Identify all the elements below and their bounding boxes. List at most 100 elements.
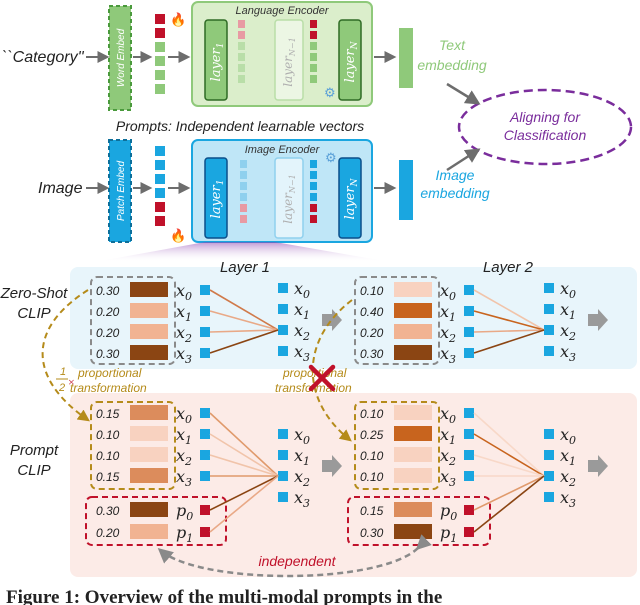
zs-l1-box: [90, 276, 176, 365]
image-label: Image: [38, 180, 83, 197]
weight-value: 0.20: [96, 305, 120, 319]
token-square: [464, 429, 474, 439]
weight-value: 0.30: [360, 347, 384, 361]
token-label: x2: [440, 323, 456, 345]
frozen-gear-icon: ⚙: [325, 150, 337, 165]
attention-edge: [209, 329, 279, 354]
weight-bar: [394, 324, 432, 339]
output-label: x2: [294, 467, 310, 489]
fire-icon: 🔥: [170, 12, 186, 27]
output-token: [544, 429, 554, 439]
output-token: [278, 429, 288, 439]
next-layer-arrow: [322, 455, 342, 477]
weight-value: 0.20: [96, 326, 120, 340]
token-square: [464, 306, 474, 316]
weight-value: 0.10: [96, 428, 120, 442]
token-square: [200, 429, 210, 439]
weight-value: 0.30: [96, 504, 120, 518]
attention-edge: [209, 433, 279, 477]
output-label: x1: [560, 446, 576, 468]
zero-shot-panel: [70, 267, 637, 369]
pr-l1-box: [90, 401, 176, 490]
attention-edge: [209, 475, 279, 511]
output-token: [544, 346, 554, 356]
weight-value: 0.20: [96, 526, 120, 540]
figure-caption: Figure 1: Overview of the multi-modal pr…: [6, 587, 442, 605]
word-embed-label: Word Embed: [116, 28, 127, 87]
token-label: x2: [176, 446, 192, 468]
text-token: [155, 56, 165, 66]
token-label: x0: [440, 281, 456, 303]
output-token: [278, 492, 288, 502]
output-label: x2: [560, 467, 576, 489]
prompt-clip-label-1: Prompt: [10, 442, 59, 459]
zs-l2-box: [354, 276, 440, 365]
token-square: [464, 408, 474, 418]
token-label: x0: [440, 404, 456, 426]
text-token: [155, 42, 165, 52]
token-square: [200, 306, 210, 316]
output-label: x2: [294, 321, 310, 343]
attention-edge: [473, 412, 545, 477]
token-label: x1: [440, 302, 456, 324]
attention-edge: [209, 454, 279, 477]
fire-icon: 🔥: [170, 228, 186, 243]
weight-value: 0.10: [96, 449, 120, 463]
prop-transform-arrow-left: [41, 289, 90, 422]
weight-value: 0.20: [360, 326, 384, 340]
attention-edge: [209, 310, 279, 331]
weight-value: 0.10: [360, 449, 384, 463]
weight-bar: [394, 426, 432, 441]
patch-embed-label: Patch Embed: [116, 161, 127, 221]
token-label: x1: [440, 425, 456, 447]
language-encoder-title: Language Encoder: [236, 5, 330, 17]
image-layer-n: [338, 157, 362, 239]
cross-icon: [308, 364, 336, 392]
pr-l2-prompt-box: [347, 496, 491, 546]
output-label: x3: [294, 342, 310, 364]
token-label: x2: [176, 323, 192, 345]
weight-bar: [394, 303, 432, 318]
weight-value: 0.25: [360, 428, 384, 442]
token-square: [200, 327, 210, 337]
next-layer-arrow: [588, 309, 608, 331]
layer-2-title: Layer 2: [483, 259, 534, 276]
weight-bar: [130, 426, 168, 441]
weight-bar: [394, 468, 432, 483]
token-label: x0: [176, 404, 192, 426]
output-token: [544, 304, 554, 314]
category-label: ``Category'': [2, 49, 85, 66]
output-token: [278, 450, 288, 460]
language-layer-1: [204, 19, 228, 101]
weight-bar: [130, 303, 168, 318]
token-square: [464, 471, 474, 481]
token-label: x3: [176, 344, 192, 366]
image-encoder-title: Image Encoder: [245, 144, 321, 156]
prop-label-2: transformation: [70, 381, 147, 395]
attention-edge: [473, 289, 545, 331]
weight-value: 0.15: [96, 470, 120, 484]
attention-edge: [473, 475, 545, 533]
output-token: [278, 283, 288, 293]
token-square: [200, 348, 210, 358]
independent-label: independent: [258, 553, 336, 569]
attention-edge: [209, 289, 279, 331]
token-label: x2: [440, 446, 456, 468]
weight-value: 0.15: [360, 504, 384, 518]
text-embedding-block: [399, 28, 413, 88]
weight-value: 0.30: [96, 284, 120, 298]
image-layer-mid: [274, 157, 304, 239]
token-label: x3: [440, 467, 456, 489]
output-token: [544, 283, 554, 293]
attention-edge: [473, 310, 545, 331]
pr-l2-box: [354, 401, 440, 490]
weight-bar: [130, 282, 168, 297]
text-token: [155, 70, 165, 80]
token-label: x3: [176, 467, 192, 489]
token-label: p0: [176, 501, 193, 523]
prop-label-1: proportional: [77, 366, 142, 380]
times-sign: ×: [68, 375, 75, 389]
image-layer-1-label: layer1: [209, 180, 226, 219]
token-square: [200, 471, 210, 481]
attention-edge: [209, 475, 279, 533]
